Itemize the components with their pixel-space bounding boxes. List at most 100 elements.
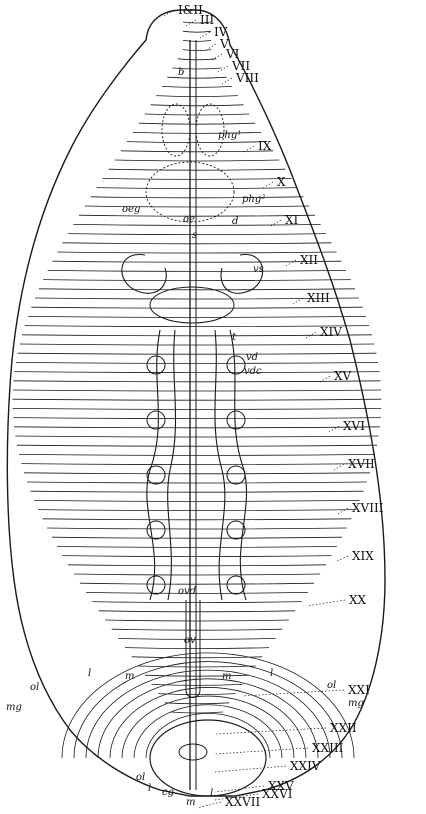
annulus-line <box>178 59 217 60</box>
annulus-line <box>24 473 370 474</box>
annulus-line <box>63 243 332 244</box>
segment-leader <box>222 78 232 84</box>
label-phg1: phg¹ <box>218 130 241 141</box>
label-d: d <box>232 216 238 227</box>
organ-labels: phg¹ phg² oeg oe s d vs t vd vdc ovd ov … <box>6 67 364 808</box>
label-l-bottom-right: l <box>210 788 213 799</box>
segment-label: XVIII <box>352 501 384 515</box>
segment-label: III <box>200 13 214 27</box>
annulus-line <box>68 565 326 566</box>
annulus-line <box>156 96 238 97</box>
sucker-annulus <box>62 653 354 758</box>
annulus-line <box>34 500 360 501</box>
label-ov: ov <box>184 635 196 646</box>
segment-label: XXII <box>330 721 357 735</box>
label-oe: oe <box>183 214 195 225</box>
segment-label: XIV <box>320 325 342 339</box>
annulus-line <box>74 574 320 575</box>
sucker-annulus <box>98 679 318 758</box>
annulus-line <box>57 252 336 253</box>
segment-leader <box>338 508 348 514</box>
annulus-line <box>121 151 273 152</box>
annulus-line <box>16 362 378 363</box>
segment-leader <box>216 728 326 734</box>
annulus-line <box>18 353 377 354</box>
segment-leader <box>263 182 273 188</box>
annulus-line <box>52 537 342 538</box>
annulus-line <box>183 40 211 41</box>
label-s: s <box>192 230 197 241</box>
annulus-line <box>91 197 304 198</box>
annulus-line <box>125 648 269 649</box>
annulus-line <box>25 326 369 327</box>
annulus-line <box>109 169 286 170</box>
annulus-line <box>73 224 320 225</box>
segment-leader <box>307 600 345 606</box>
annulus-line <box>112 629 283 630</box>
segment-label: IX <box>258 139 272 153</box>
annulus-line <box>20 344 375 345</box>
annulus-line <box>79 215 315 216</box>
annulus-line <box>31 307 362 308</box>
annulus-line <box>28 316 366 317</box>
segment-label: XIII <box>307 291 330 305</box>
label-l-bottom-left: l <box>148 783 151 794</box>
label-ol-left: ol <box>30 682 39 693</box>
segment-label: XIX <box>352 549 374 563</box>
annulus-line <box>17 445 377 446</box>
segment-leader <box>215 766 286 772</box>
label-b: b <box>178 67 184 78</box>
label-cg: cg <box>162 787 174 798</box>
annulus-line <box>47 528 347 529</box>
label-phg2: phg² <box>242 194 265 205</box>
annulus-line <box>27 482 367 483</box>
annulus-line <box>39 289 355 290</box>
segment-label: XVII <box>348 457 375 471</box>
annulus-line <box>162 86 232 87</box>
label-mg-right: mg <box>348 698 364 709</box>
annulus-line <box>99 611 296 612</box>
label-vs: vs <box>253 264 264 275</box>
segment-label: XXVI <box>262 787 293 801</box>
label-vdc: vdc <box>244 366 262 377</box>
annulus-line <box>43 519 352 520</box>
posterior-sucker <box>150 720 266 796</box>
label-vd: vd <box>246 352 258 363</box>
annulus-line <box>145 675 249 676</box>
annulus-line <box>167 77 226 78</box>
segment-leader <box>334 464 344 470</box>
annulus-line <box>38 510 356 511</box>
segment-label: XV <box>334 369 352 383</box>
label-mg-left: mg <box>6 702 22 713</box>
label-ol-bottom: ol <box>136 772 145 783</box>
segment-leader <box>286 260 296 266</box>
annulus-line <box>132 657 263 658</box>
body-annuli <box>13 22 382 758</box>
segment-leader <box>200 32 210 38</box>
annulus-line <box>13 418 381 419</box>
label-oeg: oeg <box>122 204 140 215</box>
annulus-line <box>14 372 379 373</box>
annulus-line <box>14 427 380 428</box>
annulus-line <box>183 31 211 32</box>
label-ovd: ovd <box>178 586 196 597</box>
segment-label: XXIII <box>312 741 344 755</box>
annulus-line <box>165 703 230 704</box>
segment-label: X <box>277 175 286 189</box>
annulus-line <box>145 114 250 115</box>
annulus-line <box>21 464 372 465</box>
segment-label: XVI <box>343 419 365 433</box>
annulus-line <box>13 390 381 391</box>
segment-label: XXIV <box>290 759 321 773</box>
annulus-line <box>171 712 223 713</box>
annulus-line <box>80 583 314 584</box>
annulus-line <box>115 160 280 161</box>
label-m-left: m <box>125 671 134 682</box>
annulus-line <box>48 270 347 271</box>
annulus-line <box>133 132 261 133</box>
annulus-line <box>63 556 332 557</box>
label-m-right: m <box>222 671 231 682</box>
sucker-annulus <box>110 687 306 758</box>
label-l-right: l <box>270 668 273 679</box>
